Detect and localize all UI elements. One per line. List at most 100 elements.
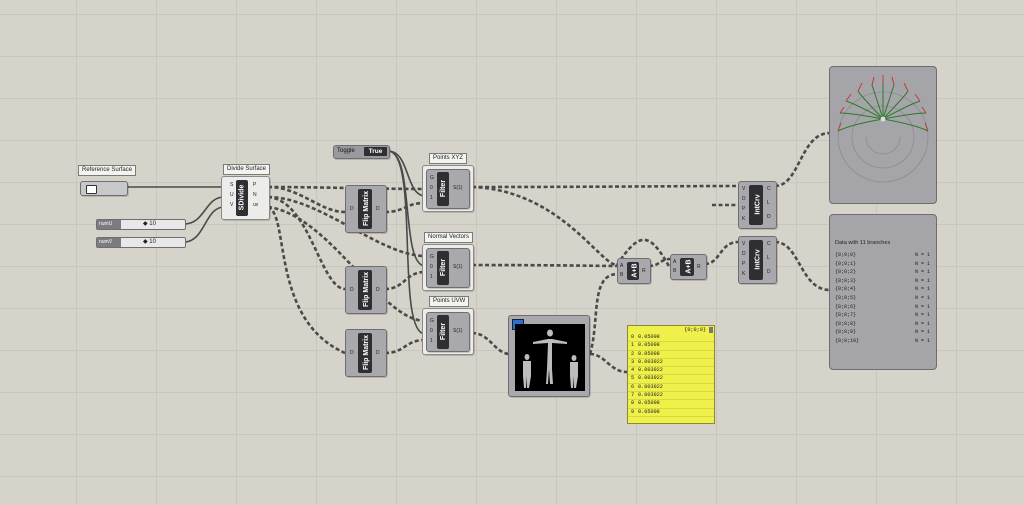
port-A[interactable]: A — [620, 263, 624, 269]
port-0[interactable]: 0 — [430, 328, 433, 334]
row-value: 0.05098 — [638, 408, 660, 415]
branch-row: {0;0;4} N = 1 — [835, 286, 930, 292]
port-S1[interactable]: S(1) — [453, 264, 463, 270]
reference-surface-param[interactable] — [80, 181, 128, 196]
port-0[interactable]: 0 — [430, 185, 433, 191]
port-1[interactable]: 1 — [430, 274, 433, 280]
port-C[interactable]: C — [767, 186, 771, 192]
port-D-out[interactable]: D — [767, 214, 771, 220]
slider-numU[interactable]: numU ◆ 10 — [96, 219, 186, 230]
port-D-in[interactable]: D — [350, 350, 354, 356]
row-index: 6 — [631, 383, 635, 390]
port-D-out[interactable]: D — [376, 206, 380, 212]
filter-label: Filter — [440, 258, 448, 277]
curve-preview — [837, 75, 929, 183]
port-S1[interactable]: S(1) — [453, 185, 463, 191]
toggle-component[interactable]: Toggle True — [333, 145, 390, 159]
flip-label: Flip Matrix — [363, 334, 371, 371]
port-P[interactable]: P — [742, 261, 746, 267]
port-D-out[interactable]: D — [376, 287, 380, 293]
addition-component-2[interactable]: A B A+B R — [670, 254, 707, 280]
toggle-value[interactable]: True — [364, 147, 387, 156]
row-value: 0.003922 — [638, 392, 663, 399]
row-index: 8 — [631, 400, 635, 407]
port-N[interactable]: N — [253, 192, 257, 198]
port-uv[interactable]: uv — [253, 202, 259, 208]
branch-path: {0;0;5} — [835, 295, 857, 301]
port-D[interactable]: D — [742, 196, 746, 202]
port-C[interactable]: C — [767, 241, 771, 247]
port-V[interactable]: V — [742, 186, 746, 192]
data-panel[interactable]: Data with 11 branches {0;0;0}N = 1{0;0;1… — [829, 214, 937, 370]
port-1[interactable]: 1 — [430, 195, 433, 201]
flip-matrix-1[interactable]: D Flip Matrix D — [345, 185, 387, 233]
intcrv-component-2[interactable]: V D P K IntCrv C L D — [738, 236, 777, 284]
port-D-out[interactable]: D — [376, 350, 380, 356]
intcrv-component-1[interactable]: V D P K IntCrv C L D — [738, 181, 777, 229]
branch-path: {0;0;8} — [835, 320, 857, 327]
branch-path: {0;0;4} — [835, 286, 857, 293]
port-L[interactable]: L — [767, 200, 770, 206]
group-label-points-xyz: Points XYZ — [429, 153, 468, 164]
port-U[interactable]: U — [230, 192, 234, 198]
port-B[interactable]: B — [673, 268, 677, 274]
port-R[interactable]: R — [697, 264, 701, 270]
branch-row: {0;0;3}N = 1 — [835, 278, 930, 284]
intcrv-label: IntCrv — [754, 249, 762, 270]
branch-row: {0;0;0}N = 1 — [835, 252, 930, 258]
filter-points-uvw[interactable]: G 0 1 Filter S(1) — [422, 308, 474, 355]
port-D[interactable]: D — [742, 251, 746, 257]
port-V[interactable]: V — [230, 202, 234, 208]
port-G[interactable]: G — [430, 254, 434, 260]
port-K[interactable]: K — [742, 216, 746, 222]
port-D-in[interactable]: D — [350, 206, 354, 212]
sdivide-core: SDivide — [236, 180, 248, 216]
port-S1[interactable]: S(1) — [453, 328, 463, 334]
intcrv-core: IntCrv — [749, 185, 763, 225]
flip-label: Flip Matrix — [363, 271, 371, 308]
branch-count: N = 1 — [914, 252, 930, 258]
filter-normal-vectors[interactable]: G 0 1 Filter S(1) — [422, 244, 474, 291]
port-1[interactable]: 1 — [430, 338, 433, 344]
scrollbar[interactable] — [709, 327, 713, 333]
port-K[interactable]: K — [742, 271, 746, 277]
port-D-out[interactable]: D — [767, 269, 771, 275]
branch-path: {0;0;6} — [835, 303, 857, 310]
port-G[interactable]: G — [430, 175, 434, 181]
port-G[interactable]: G — [430, 318, 434, 324]
branch-count: N = 1 — [914, 312, 930, 319]
filter-points-xyz[interactable]: G 0 1 Filter S(1) — [422, 165, 474, 212]
slider-value: ◆ 10 — [143, 221, 156, 227]
sampled-image — [515, 324, 585, 391]
port-P[interactable]: P — [742, 206, 746, 212]
addition-component-1[interactable]: A B A+B R — [617, 258, 651, 284]
slider-numV[interactable]: numV ◆ 10 — [96, 237, 186, 248]
row-index: 9 — [631, 408, 635, 415]
port-0[interactable]: 0 — [430, 264, 433, 270]
flip-matrix-3[interactable]: D Flip Matrix D — [345, 329, 387, 377]
row-index: 5 — [631, 375, 635, 382]
flip-core: Flip Matrix — [358, 270, 372, 310]
sdivide-component[interactable]: S U V SDivide P N uv — [221, 176, 270, 220]
image-sampler-component[interactable] — [508, 315, 590, 397]
port-P[interactable]: P — [253, 182, 257, 188]
port-L[interactable]: L — [767, 255, 770, 261]
branch-path: {0;0;9} — [835, 329, 857, 336]
port-B[interactable]: B — [620, 272, 624, 278]
preview-panel[interactable] — [829, 66, 937, 204]
port-R[interactable]: R — [642, 268, 646, 274]
branch-path: {0;0;7} — [835, 312, 857, 319]
port-A[interactable]: A — [673, 259, 677, 265]
row-index: 3 — [631, 358, 635, 365]
port-V[interactable]: V — [742, 241, 746, 247]
branch-row: {0;0;1}N = 1 — [835, 261, 930, 267]
port-D-in[interactable]: D — [350, 287, 354, 293]
flip-matrix-2[interactable]: D Flip Matrix D — [345, 266, 387, 314]
filter-body: G 0 1 Filter S(1) — [426, 169, 470, 209]
branch-count: N = 1 — [914, 286, 930, 293]
port-S[interactable]: S — [230, 182, 234, 188]
